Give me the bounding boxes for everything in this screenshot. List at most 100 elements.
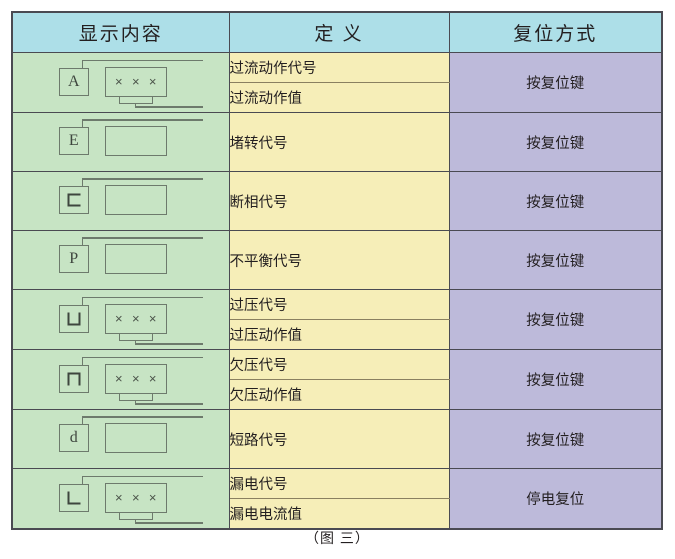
fault-code-glyph: A: [67, 72, 80, 90]
definition-cell: 短路代号: [228, 409, 450, 469]
lcd-display-diagram: d: [37, 414, 205, 464]
value-digit-placeholder: ×: [131, 490, 140, 505]
fault-code-box: E: [58, 127, 89, 155]
table-row: 漏电电流值: [12, 498, 662, 530]
display-diagram-cell: d: [11, 409, 230, 469]
definition-cell: 断相代号: [228, 171, 450, 231]
definition-cell: 过流动作代号: [228, 52, 450, 83]
reset-method-cell: 按复位键: [448, 349, 663, 410]
leader-line-top-vertical: [81, 119, 84, 128]
leader-line-top-vertical: [81, 296, 84, 306]
table-row: ×××过压代号按复位键: [11, 289, 663, 350]
value-digit-placeholder: ×: [131, 371, 140, 386]
fault-value-box: × × ×: [104, 66, 167, 97]
leader-line-top-horizontal: [81, 356, 203, 358]
display-diagram-cell: × × ×: [11, 349, 230, 410]
reset-method-cell: 按复位键: [448, 409, 663, 469]
header-definition: 定 义: [228, 11, 450, 53]
leader-line-top-horizontal: [81, 475, 203, 477]
display-diagram-cell: P: [11, 230, 230, 290]
value-digit-placeholder: ×: [115, 311, 123, 326]
lcd-display-diagram: A × × ×: [37, 58, 205, 108]
fault-value-box: [104, 423, 167, 453]
value-digit-placeholder: ×: [148, 490, 157, 505]
definition-cell: 欠压动作值: [228, 379, 450, 410]
fault-code-glyph: [67, 193, 81, 207]
header-display-content: 显示内容: [11, 11, 230, 53]
leader-line-top-horizontal: [81, 178, 203, 180]
leader-line-bottom-vertical: [134, 518, 137, 524]
leader-line-top-horizontal: [81, 119, 203, 121]
value-digit-placeholder: ×: [148, 311, 157, 326]
fault-code-box: [58, 364, 89, 393]
lcd-display-diagram: × × ×: [37, 474, 205, 524]
value-digit-placeholder: ×: [131, 74, 140, 89]
figure-caption: （图 三）: [305, 530, 370, 546]
value-digit-placeholder: ×: [115, 74, 123, 89]
fault-value-box: × × ×: [104, 363, 167, 394]
fault-code-glyph: d: [69, 429, 78, 446]
lcd-display-diagram: × × ×: [37, 355, 205, 405]
table-row: 过压动作值: [12, 319, 662, 350]
fault-code-box: A: [58, 67, 89, 96]
leader-line-top-vertical: [81, 178, 84, 187]
definition-cell: 过流动作值: [228, 82, 450, 113]
display-diagram-cell: E: [11, 112, 230, 172]
definition-cell: 漏电代号: [228, 468, 450, 499]
fault-code-box: d: [58, 424, 89, 452]
leader-line-top-horizontal: [81, 59, 203, 61]
fault-code-glyph: [67, 491, 81, 504]
leader-line-top-vertical: [81, 416, 84, 425]
leader-line-bottom-vertical: [134, 102, 137, 108]
definition-cell: 过压动作值: [228, 319, 450, 350]
display-diagram-cell: [11, 171, 230, 231]
value-digit-placeholder: ×: [148, 371, 157, 386]
table-row: E 堵转代号按复位键: [11, 112, 663, 172]
fault-code-glyph: P: [69, 250, 79, 267]
fault-code-box: [58, 304, 89, 333]
leader-line-bottom-horizontal: [134, 522, 203, 524]
table-row: 断相代号按复位键: [11, 171, 663, 231]
definition-cell: 不平衡代号: [228, 230, 450, 290]
leader-line-top-vertical: [81, 237, 84, 246]
definition-cell: 堵转代号: [228, 112, 450, 172]
fault-code-glyph: [67, 312, 81, 325]
table-row: 欠压动作值: [12, 379, 662, 410]
fault-value-box: × × ×: [104, 482, 167, 513]
table-row: d 短路代号按复位键: [11, 409, 663, 469]
reset-method-cell: 按复位键: [448, 112, 663, 172]
definition-cell: 漏电电流值: [228, 498, 450, 530]
table-row: ×××漏电代号停电复位: [11, 468, 663, 530]
value-digit-placeholder: ×: [148, 74, 157, 89]
fault-code-box: P: [58, 245, 89, 273]
reset-method-cell: 按复位键: [448, 171, 663, 231]
fault-value-box: [104, 126, 167, 156]
header-reset-method: 复位方式: [448, 11, 663, 53]
display-diagram-cell: × × ×: [11, 468, 230, 530]
table-header: 显示内容 定 义 复位方式: [11, 11, 663, 53]
fault-value-box: × × ×: [104, 303, 167, 334]
lcd-display-diagram: × × ×: [37, 295, 205, 345]
definition-cell: 欠压代号: [228, 349, 450, 380]
leader-line-bottom-horizontal: [134, 403, 203, 405]
fault-code-box: [58, 483, 89, 512]
value-digit-placeholder: ×: [115, 490, 123, 505]
leader-line-top-vertical: [81, 475, 84, 485]
leader-line-bottom-horizontal: [134, 106, 203, 108]
leader-line-top-vertical: [81, 59, 84, 69]
lcd-display-diagram: P: [37, 235, 205, 285]
fault-value-box: [104, 185, 167, 215]
fault-value-box: [104, 244, 167, 274]
leader-line-top-horizontal: [81, 237, 203, 239]
table-row: × × × 欠压代号按复位键: [11, 349, 663, 410]
fault-code-glyph: [67, 372, 81, 385]
header-row: 显示内容 定 义 复位方式: [11, 11, 663, 53]
value-digit-placeholder: ×: [131, 311, 140, 326]
leader-line-top-horizontal: [81, 416, 203, 418]
display-diagram-cell: A × × ×: [11, 52, 230, 113]
lcd-display-diagram: [37, 176, 205, 226]
fault-code-box: [58, 186, 89, 214]
value-digit-placeholder: ×: [115, 371, 123, 386]
